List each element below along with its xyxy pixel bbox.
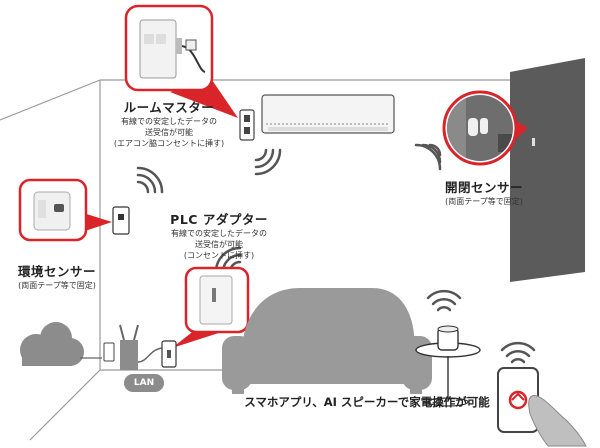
env-sensor-label: 環境センサー (両面テープ等で固定) [2, 261, 112, 291]
ai-speaker-icon [437, 325, 459, 351]
caption-text: スマホアプリ、AI スピーカーで家電操作が可能 [244, 395, 490, 409]
wifi-signal-room-master [254, 148, 282, 176]
room-master-title: ルームマスター [123, 100, 215, 115]
env-sensor-device-icon [33, 191, 71, 231]
door-sensor-callout [442, 90, 528, 166]
plc-adapter-desc-2: 送受信が可能 [195, 240, 243, 249]
door-sensor-title: 開閉センサー [444, 180, 523, 195]
lan-cable [137, 347, 165, 363]
plc-adapter-label: PLC アダプター 有線での安定したデータの 送受信が可能 (コンセントに挿す) [154, 209, 284, 261]
modem-icon [103, 342, 115, 362]
plc-adapter-title: PLC アダプター [170, 212, 268, 227]
wifi-signal-env [136, 166, 164, 194]
door-sensor-photo [447, 95, 513, 161]
plc-adapter-on-wall [161, 340, 177, 368]
door-sensor-label: 開閉センサー (両面テープ等で固定) [424, 177, 544, 207]
wifi-signal-door [414, 143, 442, 171]
env-sensor-desc-1: (両面テープ等で固定) [18, 281, 96, 290]
air-conditioner [261, 94, 395, 134]
plc-adapter-callout [172, 266, 250, 348]
room-master-label: ルームマスター 有線での安定したデータの 送受信が可能 (エアコン脇コンセントに… [104, 97, 234, 149]
hand-icon [528, 395, 587, 447]
wifi-signal-speaker [426, 289, 462, 312]
env-sensor-callout [18, 178, 112, 242]
wifi-signal-phone [500, 341, 536, 364]
plc-adapter-desc-3: (コンセントに挿す) [183, 251, 255, 260]
room-master-device-icon [139, 19, 206, 79]
door [510, 58, 585, 282]
plc-adapter-desc-1: 有線での安定したデータの [171, 229, 267, 238]
plc-adapter-device-icon [199, 275, 233, 325]
wall-outlet-ac [239, 109, 255, 141]
room-master-desc-2: 送受信が可能 [145, 128, 193, 137]
room-master-desc-1: 有線での安定したデータの [121, 117, 217, 126]
router-icon [119, 324, 139, 370]
lan-badge: LAN [124, 374, 164, 392]
env-sensor-title: 環境センサー [17, 264, 96, 279]
sofa [222, 288, 432, 394]
env-sensor-wall-device [112, 206, 130, 235]
room-master-desc-3: (エアコン脇コンセントに挿す) [113, 139, 225, 148]
room-master-callout [124, 4, 238, 118]
door-sensor-desc-1: (両面テープ等で固定) [445, 197, 523, 206]
cloud-icon [20, 322, 84, 366]
